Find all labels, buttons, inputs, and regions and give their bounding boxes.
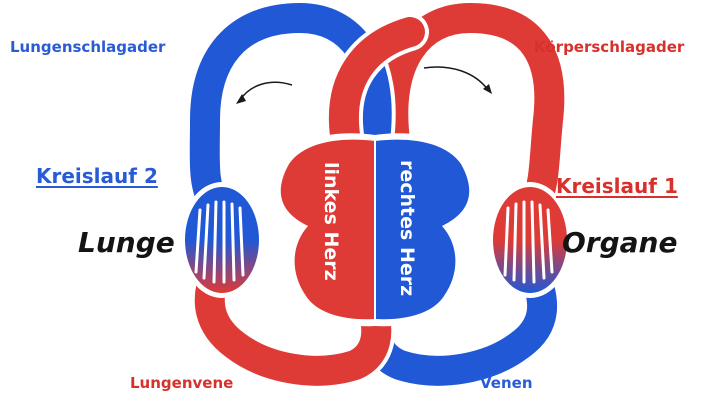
lunge-label: Lunge	[78, 226, 175, 259]
venen-label: Venen	[480, 374, 533, 392]
organe-label: Organe	[562, 226, 677, 259]
heart	[272, 133, 477, 326]
organ-capillaries	[488, 182, 572, 298]
kreislauf-2-label: Kreislauf 2	[36, 164, 158, 188]
rechtes-herz-label: rechtes Herz	[396, 160, 418, 310]
koerperschlagader-label: Körperschlagader	[534, 38, 684, 56]
flow-arrow-left	[240, 82, 292, 100]
lungenschlagader-label: Lungenschlagader	[10, 38, 165, 56]
flow-arrow-left-head	[236, 94, 246, 104]
lungenvene-label: Lungenvene	[130, 374, 233, 392]
right-heart	[375, 140, 469, 320]
kreislauf-1-label: Kreislauf 1	[556, 174, 678, 198]
flow-arrow-right	[424, 67, 488, 90]
linkes-herz-label: linkes Herz	[320, 162, 342, 312]
lung-capillaries	[180, 182, 264, 298]
